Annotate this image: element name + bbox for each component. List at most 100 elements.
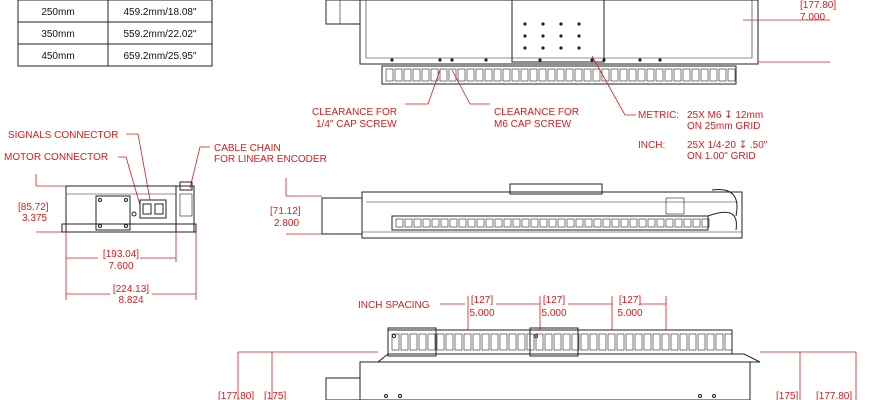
callout-text: CLEARANCE FOR [494, 107, 579, 118]
chain-link [670, 333, 679, 351]
table-cell: 450mm [41, 51, 74, 62]
cable-chain [387, 329, 733, 355]
chain-link [610, 68, 619, 82]
mount-hole [390, 58, 394, 62]
mount-bracket [529, 327, 579, 357]
chain-link [589, 333, 598, 351]
chain-link [661, 333, 670, 351]
chain-link [547, 68, 556, 82]
chain-link [571, 333, 580, 351]
carriage-hole [541, 34, 545, 38]
callout-text: FOR LINEAR ENCODER [214, 154, 327, 165]
callout-text: ON 25mm GRID [687, 121, 760, 132]
chain-link [511, 68, 520, 82]
chain-link [538, 68, 547, 82]
chain-link [493, 68, 502, 82]
motor-block [321, 197, 363, 235]
chain-link [485, 218, 494, 228]
stage-body [361, 191, 743, 239]
chain-link [539, 218, 548, 228]
dimension-label: [224.13] [113, 284, 149, 295]
chain-link [436, 333, 445, 351]
mount-hole [438, 58, 442, 62]
chain-link [548, 218, 557, 228]
cable-chain-links [395, 218, 710, 228]
chain-link [449, 218, 458, 228]
bottom-view: INCH SPACING [127] 5.000 [127] 5.000 [12… [218, 295, 857, 400]
chain-link [718, 68, 727, 82]
mount-hole [638, 58, 642, 62]
carriage-hole [559, 34, 563, 38]
chain-link [391, 333, 400, 351]
dimension-label: 5.000 [617, 308, 642, 319]
side-view: [71.12] 2.800 [270, 178, 743, 239]
connector-housing [139, 199, 167, 219]
dimension-label: 7.600 [108, 261, 133, 272]
dimension-label: [177.80] [218, 391, 254, 400]
chain-link [674, 218, 683, 228]
chain-link [724, 333, 733, 351]
chain-link [628, 68, 637, 82]
chain-link [673, 68, 682, 82]
chain-link [440, 218, 449, 228]
chain-link [553, 333, 562, 351]
mount-hole [538, 58, 542, 62]
cable-chain [391, 215, 709, 231]
chain-link [611, 218, 620, 228]
carriage-hole [523, 34, 527, 38]
chain-link [427, 333, 436, 351]
dimension-label: [71.12] [270, 206, 301, 217]
signals-connector [154, 203, 164, 215]
table-cell: 250mm [41, 7, 74, 18]
chain-link [448, 68, 457, 82]
carriage-hole [577, 22, 581, 26]
chain-link [445, 333, 454, 351]
chain-link [638, 218, 647, 228]
chain-link [616, 333, 625, 351]
chain-link [421, 68, 430, 82]
chain-link [584, 218, 593, 228]
chain-link [409, 333, 418, 351]
chain-link [683, 218, 692, 228]
callout-text: INCH SPACING [358, 300, 430, 311]
chain-link [643, 333, 652, 351]
chain-link [637, 68, 646, 82]
chain-link [476, 218, 485, 228]
chain-link [431, 218, 440, 228]
callout-text: MOTOR CONNECTOR [4, 152, 108, 163]
chain-link [602, 218, 611, 228]
dimension-label: 5.000 [541, 308, 566, 319]
chain-link [592, 68, 601, 82]
dimension-label: [193.04] [103, 249, 139, 260]
mount-bracket [387, 327, 437, 357]
callout-text: CLEARANCE FOR [312, 107, 397, 118]
chain-link [665, 218, 674, 228]
dimension-label: 2.800 [274, 218, 299, 229]
chain-link [467, 218, 476, 228]
dimension-label: [175] [776, 391, 798, 400]
chain-link [520, 68, 529, 82]
chain-link [422, 218, 431, 228]
chain-link [688, 333, 697, 351]
chain-link [508, 333, 517, 351]
chain-link [490, 333, 499, 351]
chain-link [562, 333, 571, 351]
chain-link [706, 333, 715, 351]
carriage-hole [577, 34, 581, 38]
callout-text: M6 CAP SCREW [494, 119, 572, 130]
chain-link [598, 333, 607, 351]
mount-hole [450, 58, 454, 62]
chain-link [413, 218, 422, 228]
dimension-label: [127] [543, 295, 565, 306]
dimension-label: 3.375 [22, 213, 47, 224]
carriage [509, 183, 603, 195]
carriage-hole [523, 22, 527, 26]
cable-chain-links [385, 68, 736, 82]
chain-link [566, 218, 575, 228]
callout-text: 25X M6 ↧ 12mm [687, 110, 763, 121]
chain-link [697, 333, 706, 351]
callout-text: CABLE CHAIN [214, 143, 281, 154]
chain-link [481, 333, 490, 351]
chain-link [634, 333, 643, 351]
